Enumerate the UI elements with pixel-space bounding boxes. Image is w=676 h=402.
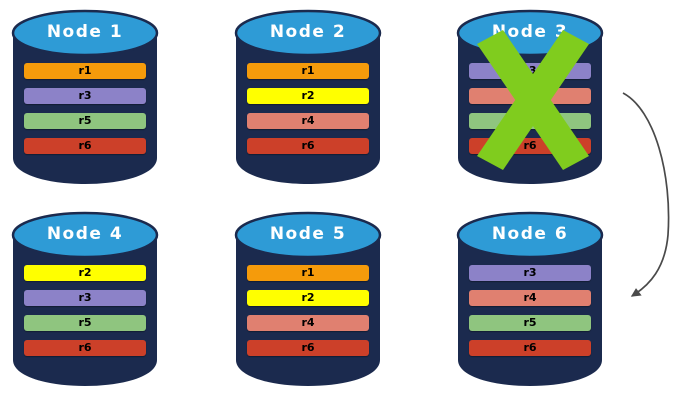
record-bar[interactable]: r3 — [469, 63, 591, 79]
record-list: r1 r2 r4 r6 — [233, 63, 383, 163]
record-bar[interactable]: r4 — [247, 113, 369, 129]
cylinder-top-ellipse — [11, 9, 159, 57]
record-list: r3 r4 r5 r6 — [455, 265, 605, 365]
record-bar[interactable]: r4 — [469, 88, 591, 104]
record-bar[interactable]: r6 — [247, 138, 369, 154]
record-bar[interactable]: r4 — [247, 315, 369, 331]
cylinder-top-ellipse — [11, 211, 159, 259]
record-bar[interactable]: r3 — [24, 290, 146, 306]
record-bar[interactable]: r5 — [469, 113, 591, 129]
record-bar[interactable]: r6 — [24, 138, 146, 154]
cylinder-top-ellipse — [456, 9, 604, 57]
record-bar[interactable]: r2 — [247, 290, 369, 306]
record-bar[interactable]: r6 — [24, 340, 146, 356]
record-bar[interactable]: r6 — [247, 340, 369, 356]
record-list: r1 r2 r4 r6 — [233, 265, 383, 365]
record-bar[interactable]: r5 — [469, 315, 591, 331]
record-bar[interactable]: r5 — [24, 315, 146, 331]
record-list: r2 r3 r5 r6 — [10, 265, 160, 365]
record-bar[interactable]: r2 — [247, 88, 369, 104]
record-list: r3 r4 r5 r6 — [455, 63, 605, 163]
record-bar[interactable]: r5 — [24, 113, 146, 129]
record-bar[interactable]: r3 — [24, 88, 146, 104]
record-bar[interactable]: r1 — [247, 265, 369, 281]
record-bar[interactable]: r4 — [469, 290, 591, 306]
record-bar[interactable]: r6 — [469, 340, 591, 356]
record-bar[interactable]: r1 — [24, 63, 146, 79]
record-bar[interactable]: r2 — [24, 265, 146, 281]
record-list: r1 r3 r5 r6 — [10, 63, 160, 163]
record-bar[interactable]: r6 — [469, 138, 591, 154]
cylinder-top-ellipse — [234, 211, 382, 259]
cylinder-top-ellipse — [234, 9, 382, 57]
record-bar[interactable]: r3 — [469, 265, 591, 281]
record-bar[interactable]: r1 — [247, 63, 369, 79]
cylinder-top-ellipse — [456, 211, 604, 259]
